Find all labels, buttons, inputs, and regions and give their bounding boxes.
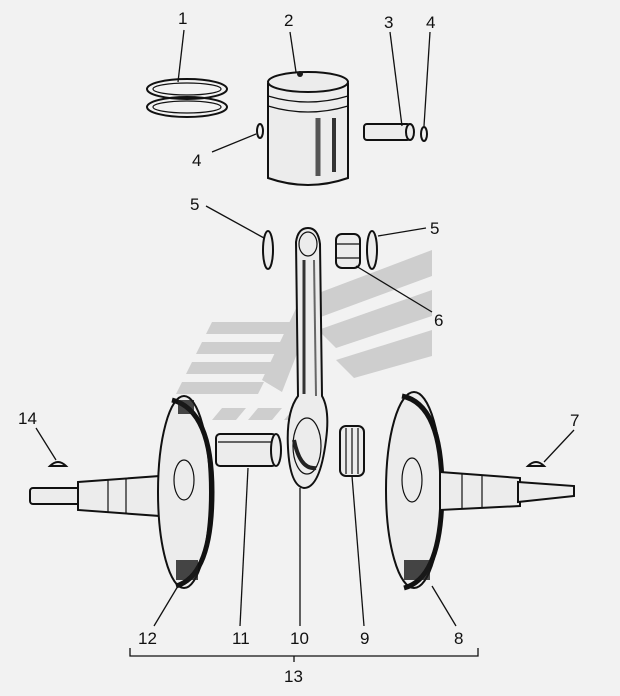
callout-5-right: 5 <box>430 219 439 238</box>
callout-5-left: 5 <box>190 195 199 214</box>
thrust-washer-right <box>366 230 378 270</box>
crank-pin <box>215 433 282 467</box>
callout-14: 14 <box>18 409 37 428</box>
callout-11: 11 <box>232 629 250 648</box>
pin-circlip-left <box>256 123 264 139</box>
piston <box>267 71 349 186</box>
left-half-crankshaft <box>29 395 215 589</box>
piston-pin <box>363 123 415 141</box>
callout-4-top: 4 <box>426 13 435 32</box>
callout-2: 2 <box>284 11 293 30</box>
callout-12: 12 <box>138 629 157 648</box>
big-end-bearing <box>339 425 365 477</box>
callout-13: 13 <box>284 667 303 686</box>
callout-6: 6 <box>434 311 443 330</box>
callout-9: 9 <box>360 629 369 648</box>
piston-rings <box>146 78 228 118</box>
small-end-bearing <box>335 233 361 269</box>
pin-circlip-right <box>420 126 428 142</box>
woodruff-key-left <box>47 461 69 467</box>
callout-10: 10 <box>290 629 309 648</box>
right-half-crankshaft <box>385 391 575 591</box>
leader-lines <box>35 29 575 662</box>
callout-1: 1 <box>178 9 187 28</box>
callout-3: 3 <box>384 13 393 32</box>
thrust-washer-left <box>262 230 274 270</box>
callout-4-left: 4 <box>192 151 201 170</box>
callout-labels: 1 2 3 4 4 5 5 6 7 14 12 11 10 9 8 13 <box>18 9 579 686</box>
connecting-rod <box>286 226 329 490</box>
woodruff-key-right <box>525 461 547 467</box>
callout-7: 7 <box>570 411 579 430</box>
callout-8: 8 <box>454 629 463 648</box>
